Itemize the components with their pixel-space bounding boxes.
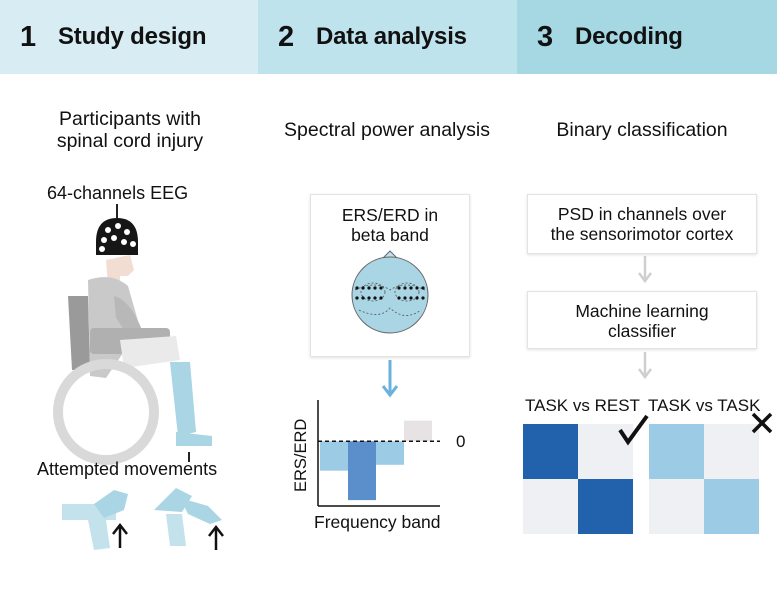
matrix-cell xyxy=(704,424,759,479)
matrix-cell xyxy=(704,479,759,534)
classifier-step-card: Machine learning classifier xyxy=(527,291,757,349)
thigh xyxy=(120,336,180,368)
step-number: 3 xyxy=(537,20,554,53)
step-number: 1 xyxy=(20,20,37,53)
task-vs-rest-label: TASK vs REST xyxy=(525,396,640,415)
task-vs-task-matrix xyxy=(649,424,759,534)
zero-label: 0 xyxy=(456,432,465,451)
eeg-label: 64-channels EEG xyxy=(47,183,189,203)
header-step-3: 3 Decoding xyxy=(517,0,777,74)
leg-extension-icon xyxy=(62,490,128,550)
psd-step-card: PSD in channels over the sensorimotor co… xyxy=(527,194,757,254)
matrix-cell xyxy=(523,424,578,479)
header-step-2: 2 Data analysis xyxy=(258,0,517,74)
task-vs-rest-matrix xyxy=(523,424,633,534)
decoding-title: Binary classification xyxy=(556,119,728,141)
eeg-cap-icon xyxy=(96,218,138,255)
wheelchair-back xyxy=(68,296,90,370)
ers-erd-bar-chart: 0 ERS/ERD xyxy=(292,400,465,507)
y-axis-label: ERS/ERD xyxy=(292,419,310,492)
down-arrow-icon xyxy=(381,360,399,398)
step-title: Data analysis xyxy=(316,23,467,50)
x-axis-label: Frequency band xyxy=(314,512,441,532)
step-number: 2 xyxy=(278,20,295,53)
scalp-outline xyxy=(351,256,429,334)
up-arrow-icon xyxy=(208,524,224,550)
header-step-1: 1 Study design xyxy=(0,0,258,74)
confusion-matrices xyxy=(523,412,773,534)
movements-label: Attempted movements xyxy=(37,459,218,479)
data-analysis-title: Spectral power analysis xyxy=(284,119,490,141)
up-arrow-icon xyxy=(112,522,128,548)
step-title: Decoding xyxy=(575,23,683,50)
wheelchair-illustration xyxy=(53,204,212,465)
step-title: Study design xyxy=(58,23,207,50)
matrix-cell xyxy=(649,424,704,479)
nose xyxy=(382,250,398,259)
matrix-cell xyxy=(578,479,633,534)
matrix-cell xyxy=(578,424,633,479)
wheelchair-wheel xyxy=(53,359,159,465)
study-design-title: Participants with spinal cord injury xyxy=(56,108,204,152)
knee-raise-icon xyxy=(154,488,222,546)
down-arrow-icon xyxy=(638,256,652,284)
matrix-cell xyxy=(649,479,704,534)
down-arrow-icon xyxy=(638,352,652,380)
matrix-cell xyxy=(523,479,578,534)
foot xyxy=(176,432,212,446)
bar xyxy=(404,420,432,442)
lower-leg xyxy=(170,362,196,436)
electrode-dots xyxy=(355,286,425,300)
scalp-topography xyxy=(351,250,429,334)
attempted-movements-icons xyxy=(62,488,224,550)
check-icon xyxy=(618,414,649,446)
cross-icon xyxy=(751,412,773,434)
bar xyxy=(320,441,348,471)
bar xyxy=(376,441,404,465)
bar xyxy=(348,441,376,501)
task-vs-task-label: TASK vs TASK xyxy=(648,396,761,415)
